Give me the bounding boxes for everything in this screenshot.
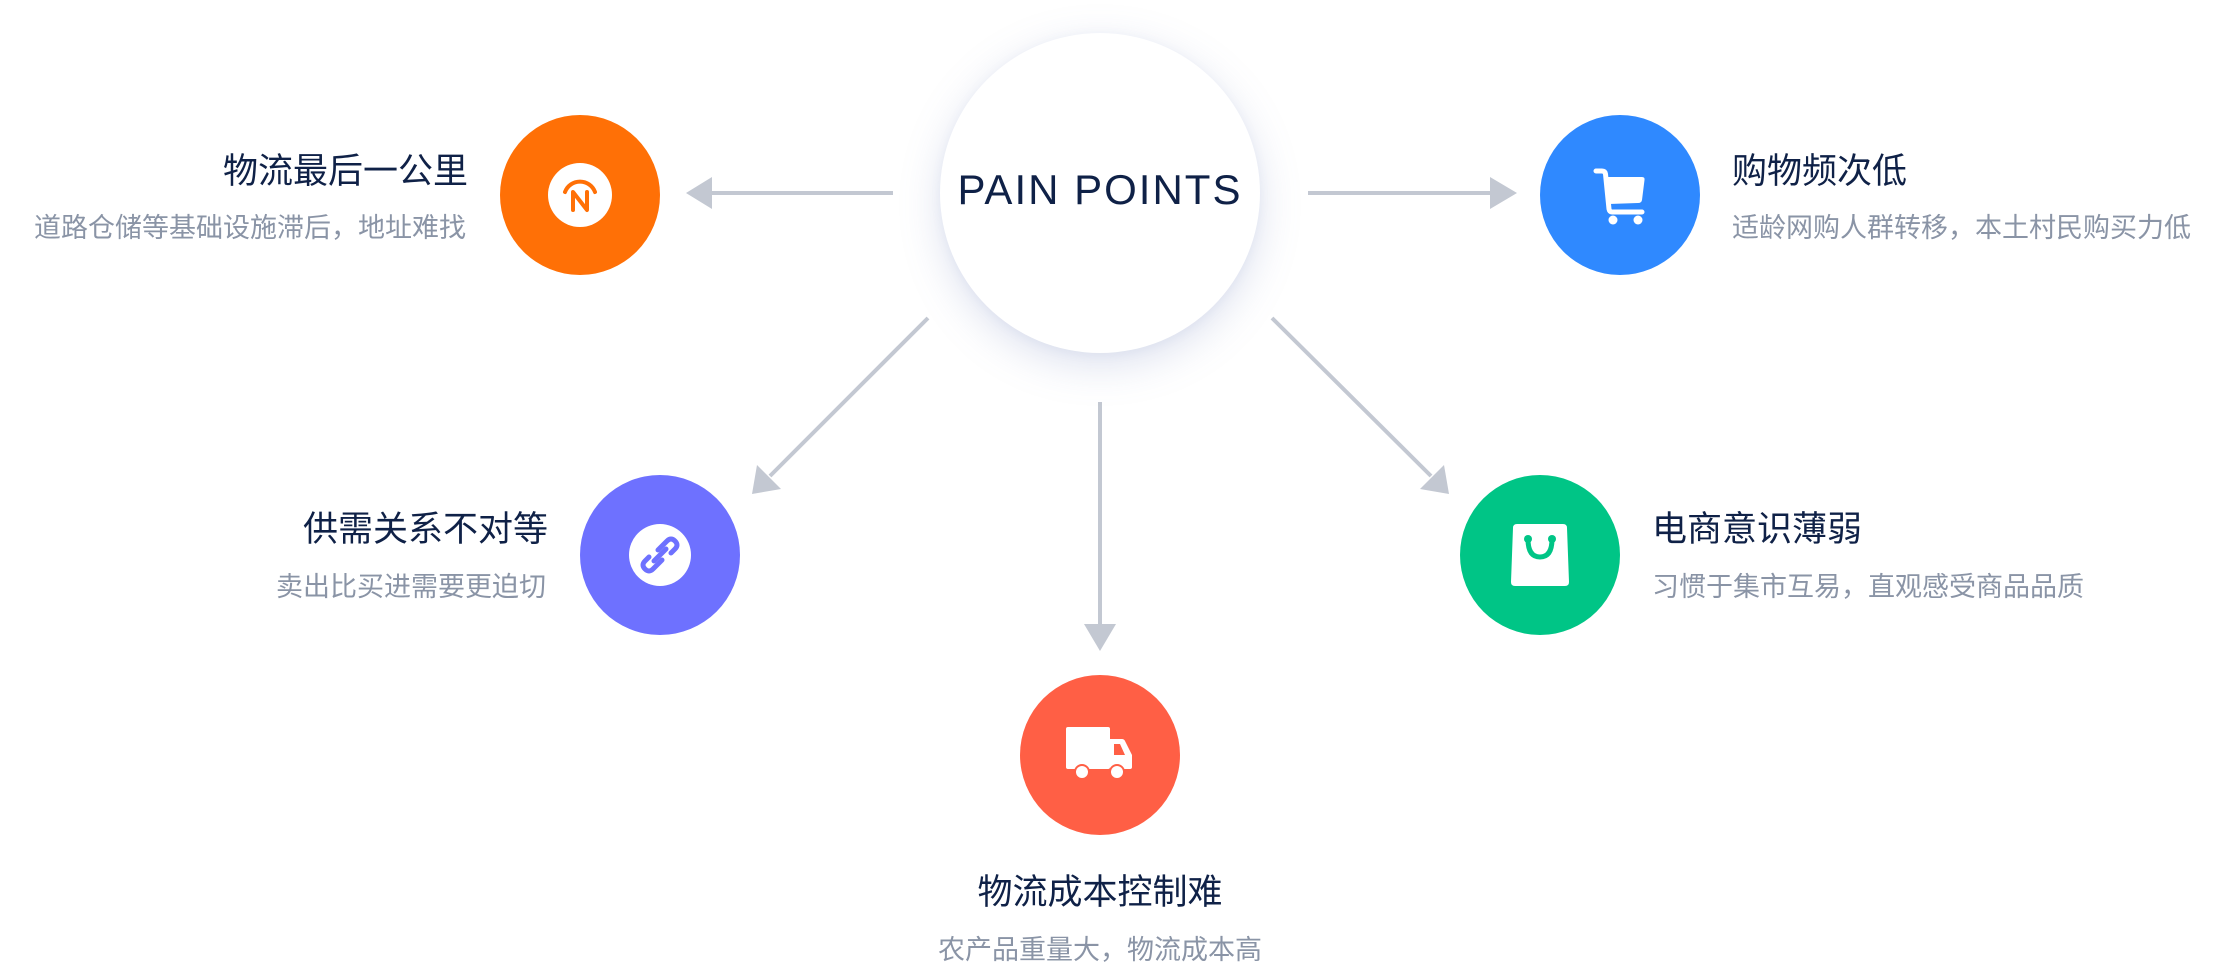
shopping-frequency-title: 购物频次低 [1732,152,1908,192]
logistics-cost-title: 物流成本控制难 [977,873,1223,913]
last-mile-title: 物流最后一公里 [222,152,468,192]
logistics-cost-subtitle: 农产品重量大，物流成本高 [938,935,1262,966]
shopping-frequency-node [1540,115,1700,275]
shopping-cart-icon [1593,168,1645,225]
shopping-bag-icon [1511,524,1569,586]
ecommerce-awareness-title: 电商意识薄弱 [1652,510,1863,550]
arrow-to-last-mile [686,177,893,209]
compass-n-icon [548,163,612,227]
pain-points-hub: PAIN POINTS [940,33,1260,353]
supply-demand-node [580,475,740,635]
ecommerce-awareness-subtitle: 习惯于集市互易，直观感受商品品质 [1652,572,2084,603]
arrow-to-supply-demand [752,316,930,494]
link-icon [629,524,691,586]
supply-demand-subtitle: 卖出比买进需要更迫切 [276,572,546,603]
arrow-to-shopping-frequency [1308,177,1517,209]
last-mile-subtitle: 道路仓储等基础设施滞后，地址难找 [34,213,466,244]
arrow-to-ecommerce-awareness [1270,316,1449,494]
truck-icon [1066,727,1132,780]
last-mile-node [500,115,660,275]
shopping-frequency-subtitle: 适龄网购人群转移，本土村民购买力低 [1732,213,2191,244]
hub-title: PAIN POINTS [957,166,1243,213]
ecommerce-awareness-node [1460,475,1620,635]
logistics-cost-node [1020,675,1180,835]
supply-demand-title: 供需关系不对等 [302,510,548,550]
arrow-to-logistics-cost [1084,402,1116,651]
